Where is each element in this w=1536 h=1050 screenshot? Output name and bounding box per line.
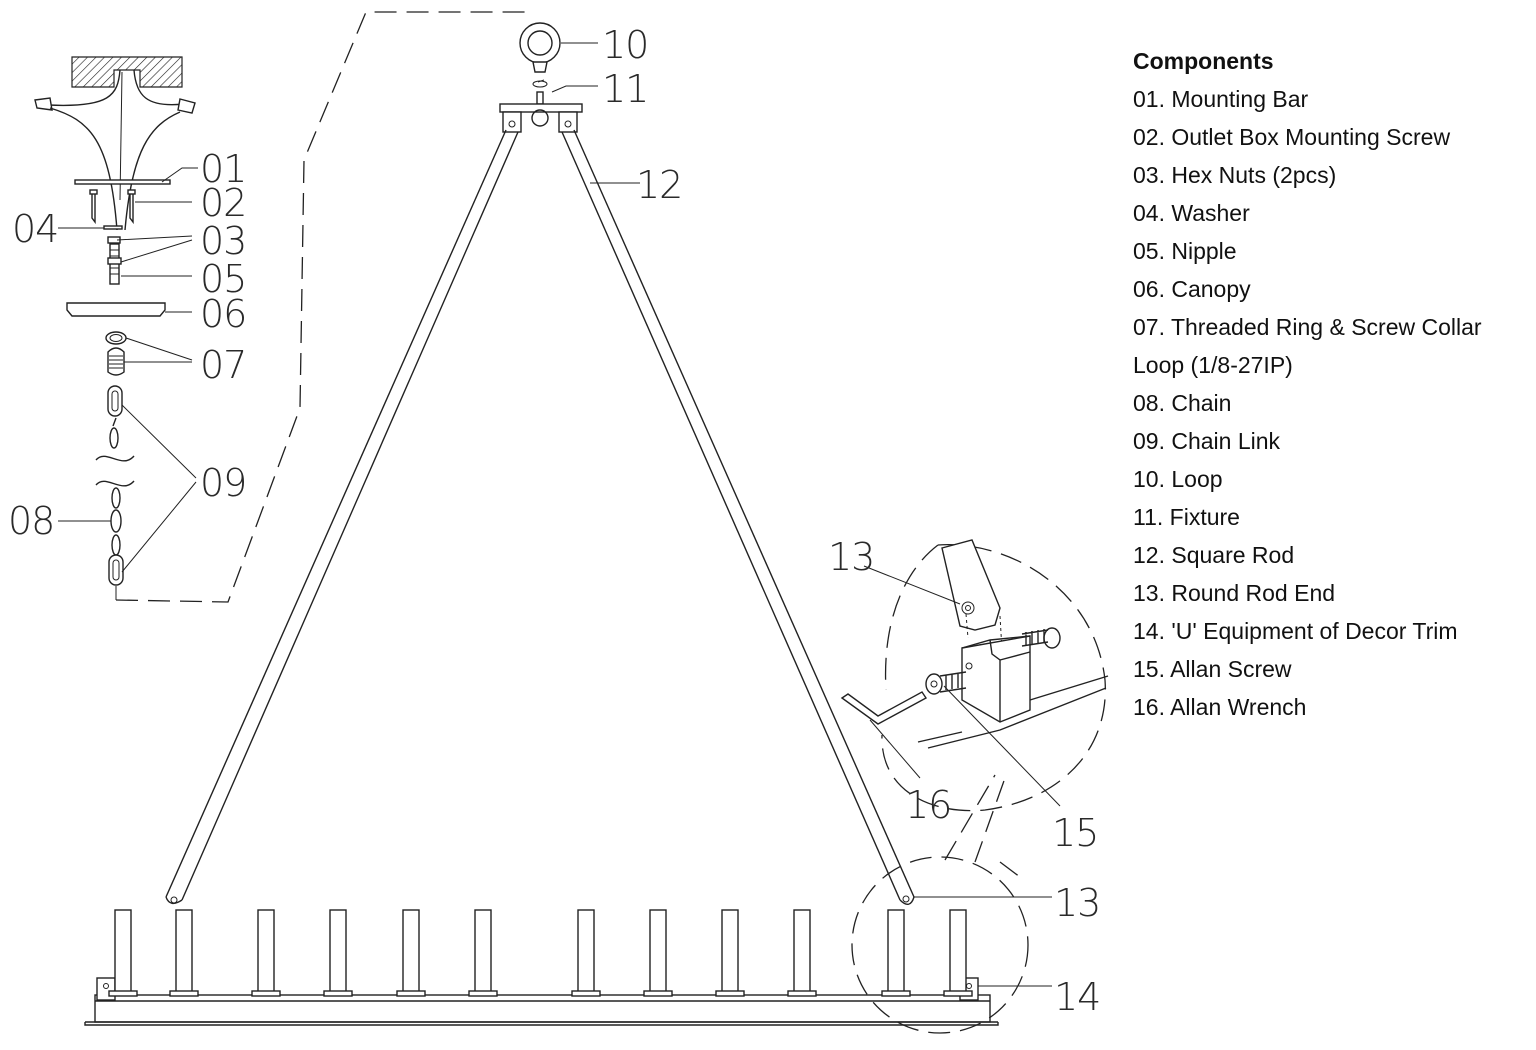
callout-02: 02 <box>200 181 246 225</box>
callout-01: 01 <box>200 147 246 191</box>
allan-wrench <box>840 691 928 725</box>
washer <box>103 225 123 230</box>
leader-lines <box>58 42 1061 987</box>
candle-sleeve <box>571 909 601 997</box>
supply-wire-left <box>47 69 121 107</box>
legend-item: 01. Mounting Bar <box>1133 86 1309 112</box>
threaded-ring <box>105 331 127 345</box>
callout-labels: 01 02 03 04 05 06 07 08 09 10 11 12 13 1… <box>8 23 1101 1019</box>
candle-sleeve <box>468 909 498 997</box>
magnify-circle <box>851 856 1029 1034</box>
candle-sleeve <box>943 909 973 997</box>
legend-item: 15. Allan Screw <box>1133 656 1292 682</box>
callout-07: 07 <box>200 343 246 387</box>
legend-item: 16. Allan Wrench <box>1133 694 1307 720</box>
callout-10: 10 <box>602 23 648 67</box>
u-equipment-detail <box>961 635 1031 723</box>
legend-title: Components <box>1133 48 1274 74</box>
screw-collar-loop <box>107 347 125 376</box>
fixture-wire-right <box>124 111 181 231</box>
mounting-bar <box>74 179 171 185</box>
callout-03: 03 <box>200 219 246 263</box>
legend-item: 06. Canopy <box>1133 276 1251 302</box>
square-rod-left <box>165 129 519 905</box>
callout-16: 16 <box>905 783 951 827</box>
legend-item: Loop (1/8-27IP) <box>1133 352 1293 378</box>
square-rod-right <box>561 129 915 905</box>
candle-sleeve <box>108 909 138 997</box>
chandelier-assembly <box>84 22 999 1026</box>
callout-12: 12 <box>636 163 682 207</box>
supply-wire-right <box>133 69 185 106</box>
callout-13-detail: 13 <box>828 535 874 579</box>
wire-nut-left <box>34 97 53 111</box>
ground-wire <box>119 71 123 201</box>
fixture-wire-left <box>49 107 118 231</box>
callout-14: 14 <box>1054 975 1100 1019</box>
candle-sleeve <box>396 909 426 997</box>
ceiling <box>71 56 183 88</box>
square-rod-end <box>941 539 1001 631</box>
outlet-box-mounting-screw-right <box>127 189 136 225</box>
legend-item: 11. Fixture <box>1133 504 1240 530</box>
callout-06: 06 <box>200 292 246 336</box>
wire-nut-right <box>177 98 196 114</box>
legend-item: 05. Nipple <box>1133 238 1237 264</box>
components-legend: Components 01. Mounting Bar 02. Outlet B… <box>1133 42 1482 726</box>
candle-sleeve <box>169 909 199 997</box>
legend-item: 04. Washer <box>1133 200 1250 226</box>
callout-08: 08 <box>8 499 54 543</box>
candle-sleeve <box>323 909 353 997</box>
detail-connector-top <box>115 11 532 603</box>
chain-link-top <box>107 385 123 417</box>
legend-item: 03. Hex Nuts (2pcs) <box>1133 162 1337 188</box>
ceiling-mount-assembly <box>34 56 196 600</box>
allan-screw <box>925 671 967 695</box>
legend-item: 09. Chain Link <box>1133 428 1281 454</box>
candle-sleeve <box>787 909 817 997</box>
candle-sleeve <box>251 909 281 997</box>
callout-09: 09 <box>200 461 246 505</box>
legend-item: 14. 'U' Equipment of Decor Trim <box>1133 618 1458 644</box>
hex-nut-bottom <box>107 257 122 265</box>
allan-screw-right <box>1021 627 1061 649</box>
legend-item: 13. Round Rod End <box>1133 580 1336 606</box>
callout-15: 15 <box>1052 811 1098 855</box>
legend-item: 08. Chain <box>1133 390 1232 416</box>
callout-05: 05 <box>200 257 246 301</box>
chain-link-bottom <box>108 554 124 586</box>
legend-item: 07. Threaded Ring & Screw Collar <box>1133 314 1482 340</box>
candle-sleeves <box>108 909 973 997</box>
legend-item: 02. Outlet Box Mounting Screw <box>1133 124 1451 150</box>
legend-item: 12. Square Rod <box>1133 542 1295 568</box>
callout-04: 04 <box>12 207 58 251</box>
chain <box>95 417 135 556</box>
callout-11: 11 <box>602 67 648 111</box>
candle-sleeve <box>715 909 745 997</box>
rod-end-detail <box>840 539 1109 1034</box>
loop <box>519 22 561 73</box>
legend-list: 01. Mounting Bar 02. Outlet Box Mounting… <box>1133 80 1482 726</box>
callout-13-main: 13 <box>1054 881 1100 925</box>
legend-item: 10. Loop <box>1133 466 1223 492</box>
decor-trim-base <box>84 977 999 1026</box>
canopy <box>66 302 166 317</box>
candle-sleeve <box>881 909 911 997</box>
fixture <box>499 91 583 133</box>
candle-sleeve <box>643 909 673 997</box>
outlet-box-mounting-screw-left <box>89 189 98 225</box>
